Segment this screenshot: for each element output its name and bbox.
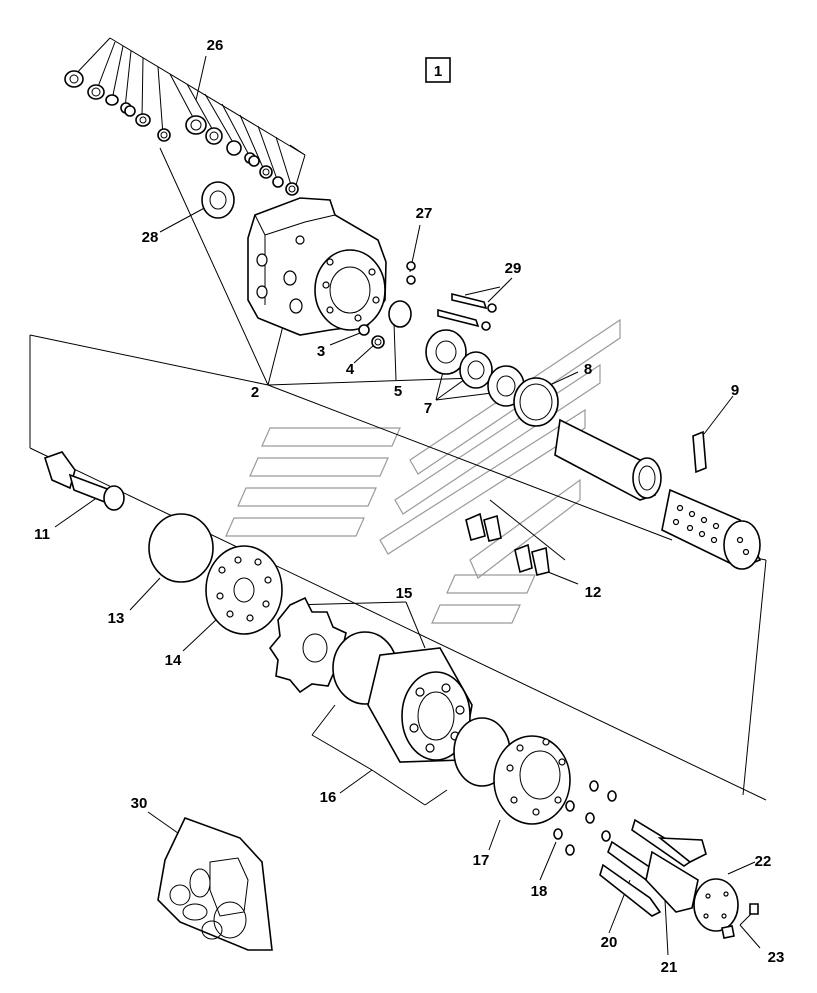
part-28-washer	[201, 181, 235, 219]
leader-lines	[29, 37, 767, 956]
part-18-seals	[553, 780, 617, 856]
callout-26: 26	[207, 37, 224, 54]
part-9-pin	[692, 430, 707, 474]
part-sleeve	[661, 488, 762, 570]
part-7-discs	[425, 329, 525, 407]
callout-21: 21	[661, 959, 678, 976]
callout-13: 13	[108, 610, 125, 627]
callout-12: 12	[585, 584, 602, 601]
part-3-ball	[358, 324, 370, 336]
part-spool	[554, 418, 662, 501]
part-8-ring	[513, 377, 559, 427]
callout-16: 16	[320, 789, 337, 806]
callout-30: 30	[131, 795, 148, 812]
callout-27: 27	[416, 205, 433, 222]
callout-18: 18	[531, 883, 548, 900]
callout-5: 5	[394, 383, 402, 400]
part-16-gerotor	[332, 631, 511, 787]
part-15-rotor	[269, 596, 350, 694]
callout-22: 22	[755, 853, 772, 870]
callout-8: 8	[584, 361, 592, 378]
part-29-screws	[437, 292, 497, 331]
callout-9: 9	[731, 382, 739, 399]
callout-11: 11	[34, 526, 50, 543]
figure-number: 1	[434, 63, 442, 80]
callout-23: 23	[768, 949, 785, 966]
callout-labels: 26 28 27 29 3 4 5 2 7 8 9 11 12 13 14 15…	[34, 37, 784, 976]
callout-15: 15	[396, 585, 413, 602]
part-14-plate	[205, 545, 283, 635]
callout-17: 17	[473, 852, 490, 869]
callout-28: 28	[142, 229, 159, 246]
part-30-gasket-kit	[157, 816, 273, 951]
callout-14: 14	[165, 652, 182, 669]
part-26-fittings	[64, 70, 299, 196]
part-4-plug	[371, 335, 385, 349]
part-17-endcap	[493, 735, 571, 825]
callout-20: 20	[601, 934, 618, 951]
part-11-shaft	[44, 451, 125, 511]
part-2-housing	[247, 197, 387, 336]
part-13-oring	[148, 513, 214, 583]
part-23-screws	[721, 903, 759, 939]
part-22-cover	[693, 878, 739, 932]
callout-7: 7	[424, 400, 432, 417]
callout-29: 29	[505, 260, 522, 277]
part-21-bolts	[645, 837, 707, 913]
part-5-oring	[388, 300, 412, 328]
figure-box-label: 1	[425, 57, 451, 83]
callout-2: 2	[251, 384, 259, 401]
part-27-balls	[406, 261, 416, 285]
callout-4: 4	[346, 361, 355, 378]
callout-3: 3	[317, 343, 325, 360]
part-12-springs	[465, 512, 550, 576]
